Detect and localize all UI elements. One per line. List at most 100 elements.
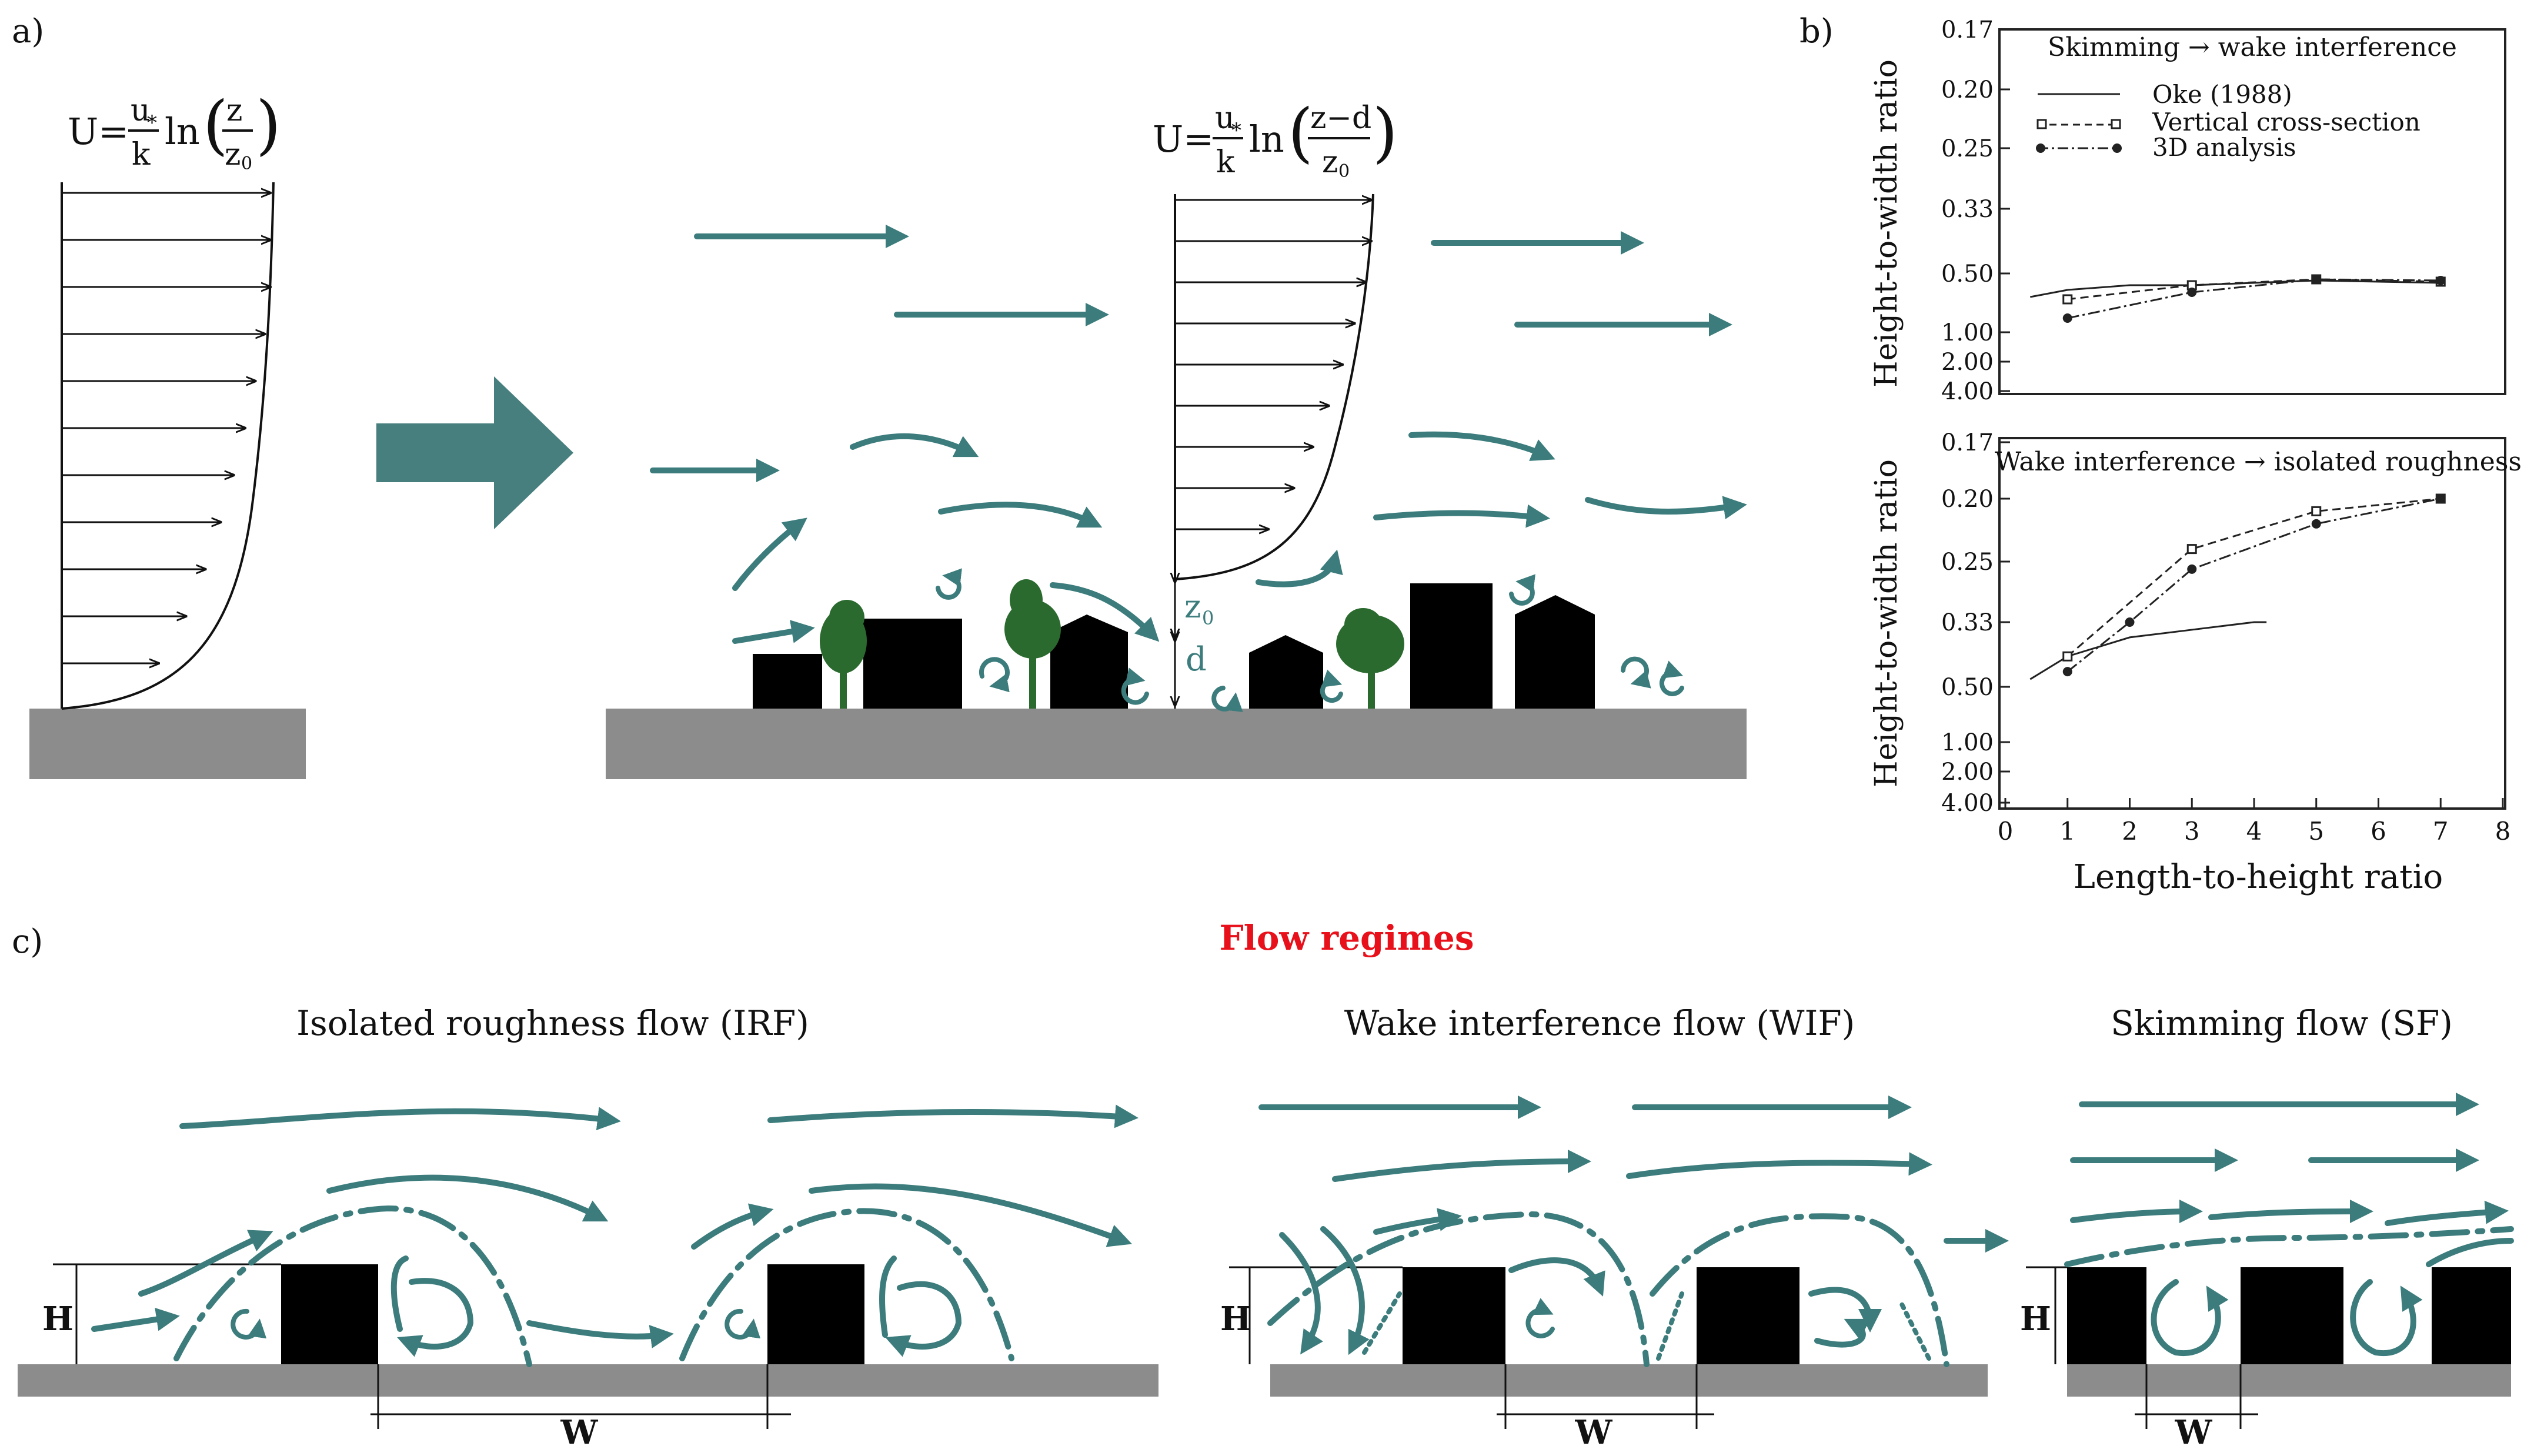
svg-text:*: * [147,111,157,135]
data-point [2062,294,2073,305]
legend-item-oke: Oke (1988) [2152,80,2292,109]
regime-title-wif: Wake interference flow (WIF) [1344,1003,1855,1043]
svg-text:u: u [131,93,151,128]
y-tick-label: 0.17 [1941,16,1994,44]
series-line [2067,278,2441,319]
data-point [2062,667,2072,677]
data-point [2187,288,2197,297]
data-point [2062,313,2072,323]
y-tick-label: 0.50 [1941,261,1994,288]
series-line [2066,497,2441,657]
svg-text:k: k [1216,145,1235,180]
panel-c: Flow regimes Isolated roughness flow (IR… [18,918,2514,1452]
profile-arrows-left [62,193,271,663]
building [753,654,822,709]
data-point [2186,544,2197,555]
svg-text:k: k [132,137,151,172]
data-point [2436,276,2446,285]
z0-sub: 0 [1202,607,1214,629]
x-tick-label: 6 [2371,817,2386,846]
sf-diagram: H W [2020,1093,2514,1452]
building [1050,615,1128,709]
w-label-sf: W [2175,1413,2213,1452]
y-tick-label: 0.17 [1941,429,1994,456]
svg-text:ln: ln [1249,118,1284,161]
svg-text:ln: ln [165,110,200,153]
legend-item-3d: 3D analysis [2152,133,2296,162]
x-tick-label: 1 [2059,817,2075,846]
building [1410,583,1493,709]
svg-text:0: 0 [241,153,252,174]
svg-text:(: ( [203,87,228,162]
series-line [2029,621,2267,680]
tree [1336,608,1404,709]
y-tick-label: 0.50 [1941,674,1994,701]
y-tick-label: 2.00 [1941,759,1994,786]
x-tick-label: 0 [1998,817,2014,846]
equation-right: U= u * k ln ( z−d z 0 ) [1153,95,1398,182]
chart-bottom-title: Wake interference → isolated roughness [1995,447,2522,477]
data-point [2311,506,2322,516]
y-tick-label: 0.33 [1941,196,1994,223]
flow-regimes-title: Flow regimes [1220,918,1474,958]
y-tick-label: 0.25 [1941,135,1994,162]
h-label-sf: H [2020,1300,2051,1338]
data-point [2062,651,2073,662]
x-tick-label: 7 [2433,817,2449,846]
chart-bottom-xlabel: Length-to-height ratio [2074,858,2443,896]
chart-bottom-yticks: 0.170.200.250.330.501.002.004.00 [1941,429,2010,817]
y-tick-label: 4.00 [1941,790,1994,817]
irf-diagram: H W [18,1104,1158,1452]
wif-diagram: H W [1220,1096,2009,1452]
panel-label-a: a) [12,12,44,51]
svg-text:*: * [1231,119,1241,142]
x-tick-label: 4 [2246,817,2262,846]
y-tick-label: 1.00 [1941,319,1994,346]
data-point [2311,275,2321,284]
chart-top-ylabel: Height-to-width ratio [1869,59,1904,388]
y-tick-label: 4.00 [1941,378,1994,405]
wind-arrows [650,225,1747,712]
ground-left [29,709,306,779]
legend: Oke (1988) Vertical cross-section 3D ana… [2036,80,2420,162]
svg-text:z: z [1322,145,1338,180]
svg-text:u: u [1215,101,1235,136]
legend-item-vertical: Vertical cross-section [2152,108,2420,136]
building [1515,595,1595,709]
data-point [2311,519,2321,529]
log-profile-curve-right [1174,193,1374,580]
chart-top-series [2030,274,2446,323]
panel-b: 0.170.200.250.330.501.002.004.00 Height-… [1869,16,2522,896]
chart-bottom-series [2029,493,2446,680]
y-tick-label: 1.00 [1941,729,1994,756]
x-tick-label: 2 [2122,817,2138,846]
svg-text:z−d: z−d [1310,101,1371,136]
svg-text:U=: U= [68,110,129,153]
tree [820,600,867,709]
data-point [2187,564,2197,574]
chart-top-frame [1998,28,2506,395]
svg-text:z: z [225,137,241,172]
ground-urban [606,709,1747,779]
building [1249,635,1323,709]
w-label-wif: W [1575,1413,1613,1452]
chart-bottom-ylabel: Height-to-width ratio [1869,459,1904,787]
x-tick-label: 5 [2308,817,2324,846]
y-tick-label: 0.33 [1941,609,1994,636]
svg-text:0: 0 [1338,161,1350,182]
log-profile-curve-left [61,182,275,710]
equation-left: U= u * k ln ( z z 0 ) [68,87,281,174]
svg-text:): ) [1373,95,1398,170]
big-transition-arrow [376,376,573,529]
panel-label-c: c) [12,923,43,961]
d-label: d [1186,640,1207,679]
series-line [2066,497,2441,673]
building [863,619,962,709]
svg-text:): ) [256,87,281,162]
chart-top-yticks: 0.170.200.250.330.501.002.004.00 [1941,16,2010,405]
svg-text:(: ( [1288,95,1313,170]
data-point [2436,494,2446,503]
y-tick-label: 2.00 [1941,349,1994,376]
data-point [2125,617,2135,627]
